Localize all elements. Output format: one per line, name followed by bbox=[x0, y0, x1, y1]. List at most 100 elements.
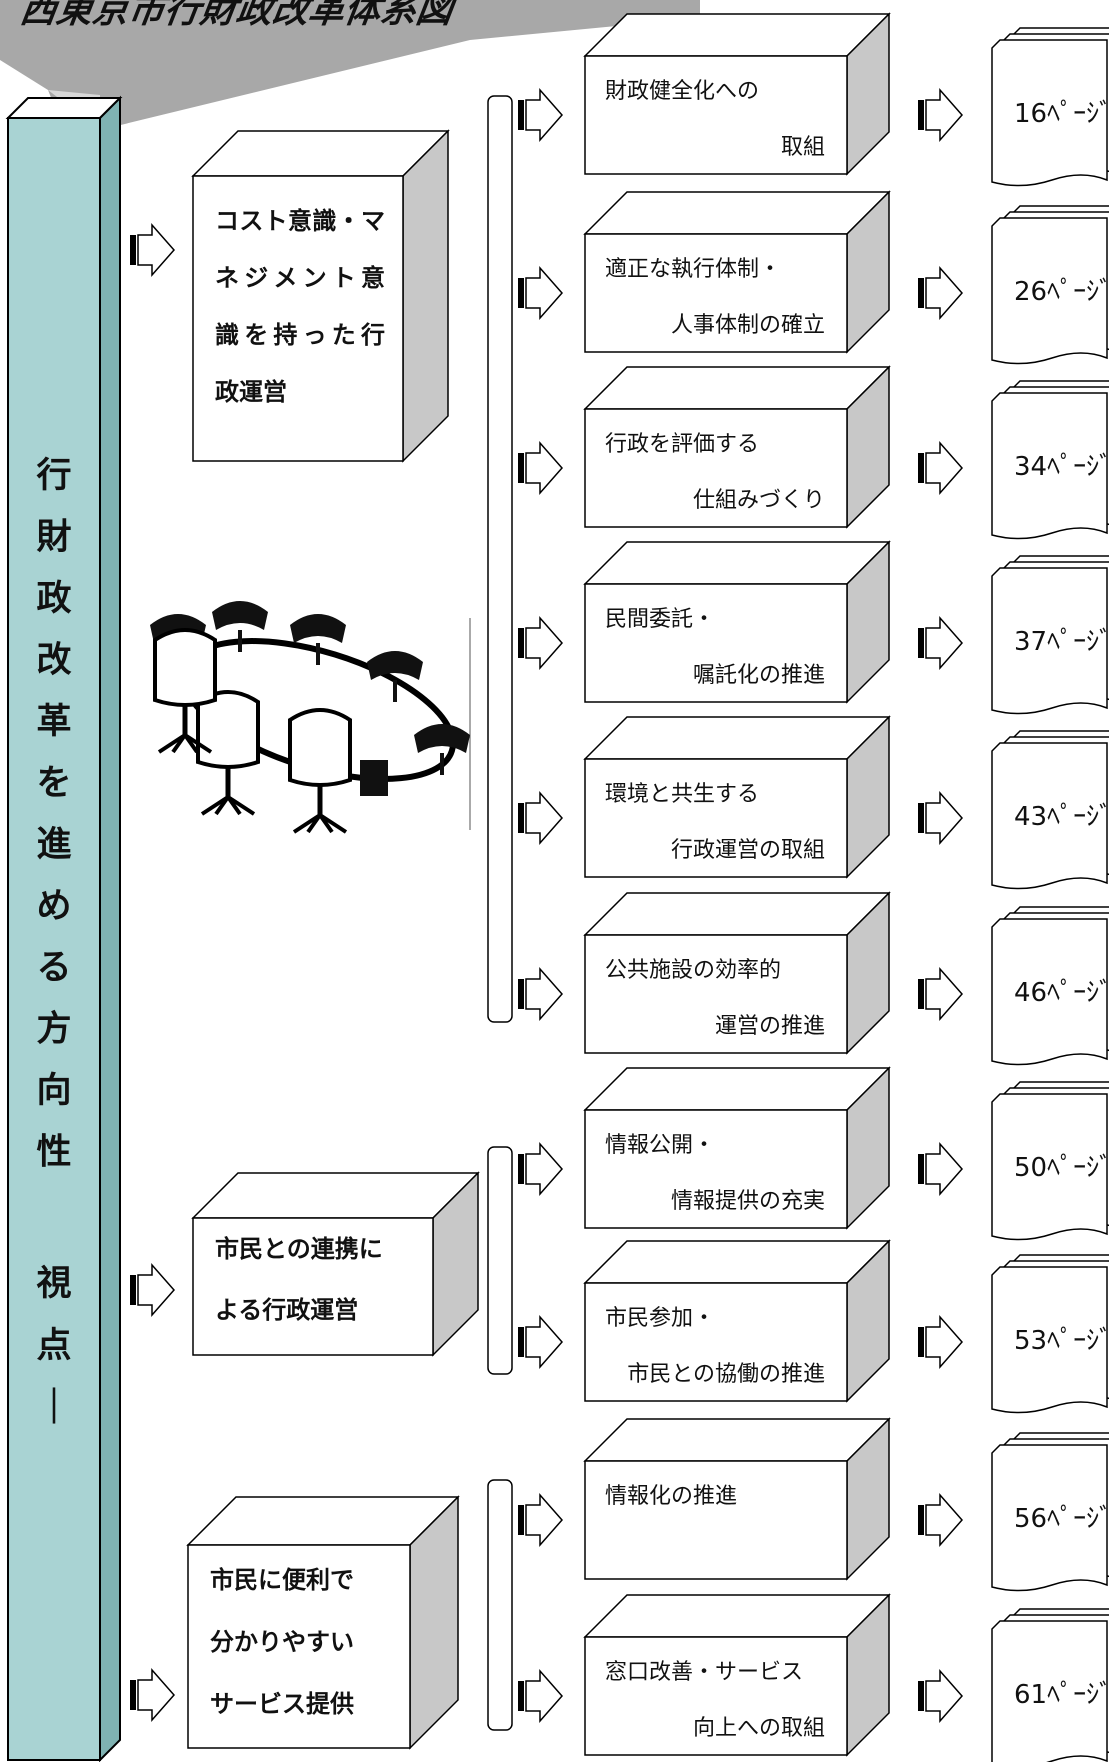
chair-back bbox=[367, 651, 423, 680]
box-top-face bbox=[583, 1240, 891, 1284]
left-bar-char: 性 bbox=[36, 1133, 71, 1173]
arrow-head bbox=[525, 967, 563, 1021]
left-bar-char: ｜ bbox=[36, 1387, 71, 1428]
arrow-head bbox=[925, 616, 963, 670]
arrow-tail-bar bbox=[918, 1505, 924, 1535]
chair-back bbox=[414, 724, 470, 753]
item-label-line2: 向上への取組 bbox=[693, 1716, 825, 1741]
left-bar-char: る bbox=[36, 948, 71, 988]
group-bracket bbox=[487, 1479, 513, 1731]
page-ref: 50ﾍﾟｰｼﾞ bbox=[991, 1081, 1109, 1241]
left-bar-char: を bbox=[36, 764, 71, 804]
box-front-face bbox=[584, 1109, 848, 1229]
page-arrow bbox=[918, 1669, 963, 1723]
item-arrow bbox=[518, 441, 563, 495]
page-arrow bbox=[918, 616, 963, 670]
item-arrow bbox=[518, 1315, 563, 1369]
box-front-face bbox=[192, 1217, 434, 1356]
arrow-head bbox=[925, 967, 963, 1021]
page-ref: 16ﾍﾟｰｼﾞ bbox=[991, 27, 1109, 187]
arrow-tail-bar bbox=[130, 235, 136, 265]
arrow-tail-bar bbox=[518, 1327, 524, 1357]
item-label-line1: 適正な執行体制・ bbox=[605, 257, 781, 282]
item-box bbox=[583, 891, 891, 1055]
category-box bbox=[191, 129, 450, 463]
chair bbox=[367, 651, 423, 702]
left-bar-char: 視 bbox=[36, 1264, 71, 1304]
item-arrow bbox=[518, 266, 563, 320]
page-sheet bbox=[991, 567, 1108, 715]
arrow-head bbox=[525, 616, 563, 670]
page-sheet bbox=[991, 742, 1108, 890]
box-top-face bbox=[583, 1418, 891, 1462]
box-front-face bbox=[584, 583, 848, 703]
arrow-tail-bar bbox=[918, 100, 924, 130]
item-label-line1: 環境と共生する bbox=[605, 782, 759, 807]
chair-back bbox=[212, 601, 268, 630]
chair bbox=[290, 614, 346, 665]
box-top-face bbox=[583, 1067, 891, 1111]
page-sheet bbox=[991, 39, 1108, 187]
category-label-line: 分かりやすい bbox=[210, 1628, 354, 1656]
left-bar-char: 政 bbox=[36, 579, 71, 619]
box-top-face bbox=[583, 191, 891, 235]
arrow-head bbox=[137, 223, 175, 277]
meeting-table-clipart bbox=[150, 601, 471, 834]
item-label-line2: 行政運営の取組 bbox=[671, 838, 825, 863]
category-label-line: コスト意識・マ bbox=[215, 207, 385, 235]
arrow-head bbox=[525, 1669, 563, 1723]
left-bar-char: 行 bbox=[36, 456, 71, 496]
item-label-line1: 窓口改善・サービス bbox=[605, 1660, 803, 1685]
page-ref: 34ﾍﾟｰｼﾞ bbox=[991, 380, 1109, 540]
chair bbox=[212, 601, 268, 652]
box-front-face bbox=[584, 758, 848, 878]
arrow-head bbox=[925, 791, 963, 845]
category-label-line: 市民に便利で bbox=[210, 1566, 354, 1594]
box-top-face bbox=[191, 1172, 480, 1219]
category-label-line: よる行政運営 bbox=[215, 1296, 358, 1324]
left-bar-char: 革 bbox=[36, 702, 71, 742]
chair bbox=[414, 724, 470, 775]
table-leg bbox=[360, 760, 388, 796]
chair-foot bbox=[183, 733, 213, 754]
arrow-tail-bar bbox=[918, 1327, 924, 1357]
diagram-title: 西東京市行財政改革体系図 bbox=[18, 0, 461, 31]
item-box bbox=[583, 365, 891, 529]
page-arrow bbox=[918, 1315, 963, 1369]
chair-foot bbox=[318, 813, 348, 834]
box-top-face bbox=[583, 716, 891, 760]
box-front-face bbox=[584, 1636, 848, 1756]
category-arrow bbox=[130, 1263, 175, 1317]
arrow-tail-bar bbox=[130, 1275, 136, 1305]
page-arrow bbox=[918, 791, 963, 845]
chair bbox=[288, 708, 352, 834]
left-bar-front bbox=[7, 117, 101, 1761]
category-box bbox=[191, 1171, 480, 1357]
arrow-head bbox=[137, 1263, 175, 1317]
item-arrow bbox=[518, 1669, 563, 1723]
page-sheet bbox=[991, 918, 1108, 1066]
chair-back bbox=[290, 614, 346, 643]
category-arrow bbox=[130, 223, 175, 277]
arrow-tail-bar bbox=[918, 1154, 924, 1184]
arrow-tail-bar bbox=[518, 979, 524, 1009]
arrow-head bbox=[525, 791, 563, 845]
left-bar-char: 改 bbox=[36, 641, 71, 681]
page-number: 26ﾍﾟｰｼﾞ bbox=[1014, 277, 1109, 307]
chair-foot bbox=[214, 795, 230, 816]
page-number: 37ﾍﾟｰｼﾞ bbox=[1014, 627, 1109, 657]
box-top-face bbox=[583, 13, 891, 57]
arrow-tail-bar bbox=[518, 278, 524, 308]
chair-foot bbox=[226, 795, 256, 816]
left-bar-char: 方 bbox=[36, 1010, 71, 1050]
item-arrow bbox=[518, 791, 563, 845]
box-front-face bbox=[584, 408, 848, 528]
item-box bbox=[583, 190, 891, 354]
category-box bbox=[186, 1495, 460, 1750]
page-sheet bbox=[991, 1093, 1108, 1241]
page-sheet bbox=[991, 217, 1108, 365]
page-number: 50ﾍﾟｰｼﾞ bbox=[1014, 1153, 1109, 1183]
item-label-line2: 取組 bbox=[781, 135, 825, 160]
page-ref: 56ﾍﾟｰｼﾞ bbox=[991, 1432, 1109, 1592]
page-ref: 53ﾍﾟｰｼﾞ bbox=[991, 1254, 1109, 1414]
